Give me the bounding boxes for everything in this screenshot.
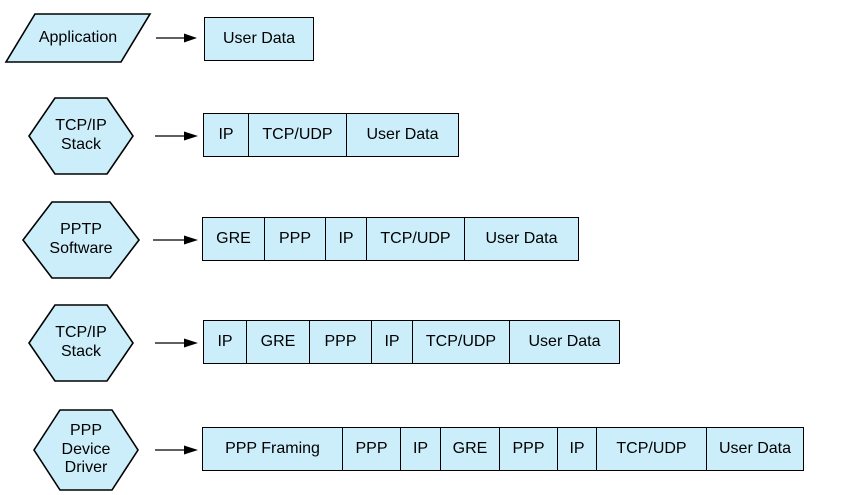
layer-shape-ppp-device-driver: PPP Device Driver (33, 409, 139, 491)
hexagon-icon (21, 201, 141, 279)
packet-cell: GRE (203, 218, 265, 260)
packet-cell: PPP (265, 218, 326, 260)
packet-strip-tcp-ip-stack-upper: IP TCP/UDP User Data (203, 113, 459, 157)
packet-cell: GRE (441, 428, 500, 470)
hexagon-icon (28, 97, 134, 175)
parallelogram-icon (4, 13, 152, 63)
packet-cell: GRE (247, 321, 310, 363)
packet-cell: TCP/UDP (367, 218, 465, 260)
packet-strip-application: User Data (204, 17, 314, 61)
packet-cell: User Data (222, 30, 296, 47)
layer-row-pptp-software: PPTP Software GRE PPP IP TCP/UDP User Da… (0, 198, 844, 303)
layer-shape-tcp-ip-stack-upper: TCP/IP Stack (28, 97, 134, 175)
packet-strip-pptp-software: GRE PPP IP TCP/UDP User Data (202, 217, 579, 261)
packet-strip-tcp-ip-stack-lower: IP GRE PPP IP TCP/UDP User Data (203, 320, 620, 364)
layer-shape-tcp-ip-stack-lower: TCP/IP Stack (28, 304, 134, 382)
layer-row-tcp-ip-stack-lower: TCP/IP Stack IP GRE PPP IP TCP/UDP User … (0, 301, 844, 406)
packet-cell: PPP (310, 321, 372, 363)
hexagon-icon (33, 409, 139, 491)
packet-strip-ppp-device-driver: PPP Framing PPP IP GRE PPP IP TCP/UDP Us… (202, 427, 804, 471)
packet-cell: IP (401, 428, 441, 470)
packet-cell: IP (372, 321, 413, 363)
packet-cell: TCP/UDP (597, 428, 707, 470)
packet-cell: User Data (485, 230, 558, 247)
arrow-pptp-software (153, 235, 198, 245)
hexagon-icon (28, 304, 134, 382)
packet-cell: TCP/UDP (249, 114, 347, 156)
packet-cell: User Data (366, 126, 439, 143)
packet-cell: IP (204, 114, 249, 156)
layer-row-ppp-device-driver: PPP Device Driver PPP Framing PPP IP GRE… (0, 405, 844, 495)
packet-cell: IP (204, 321, 247, 363)
layer-shape-application: Application (4, 13, 152, 63)
arrow-tcp-ip-stack-upper (155, 131, 198, 141)
layer-row-tcp-ip-stack-upper: TCP/IP Stack IP TCP/UDP User Data (0, 95, 844, 200)
packet-cell: PPP (500, 428, 558, 470)
packet-cell: PPP Framing (203, 428, 343, 470)
arrow-ppp-device-driver (155, 445, 198, 455)
packet-cell: PPP (343, 428, 401, 470)
layer-row-application: Application User Data (0, 0, 844, 95)
arrow-tcp-ip-stack-lower (155, 338, 198, 348)
packet-cell: User Data (718, 440, 792, 457)
arrow-application (156, 33, 197, 43)
packet-cell: TCP/UDP (413, 321, 510, 363)
packet-cell: User Data (528, 333, 601, 350)
layer-shape-pptp-software: PPTP Software (21, 201, 141, 279)
packet-cell: IP (326, 218, 367, 260)
packet-cell: IP (558, 428, 597, 470)
